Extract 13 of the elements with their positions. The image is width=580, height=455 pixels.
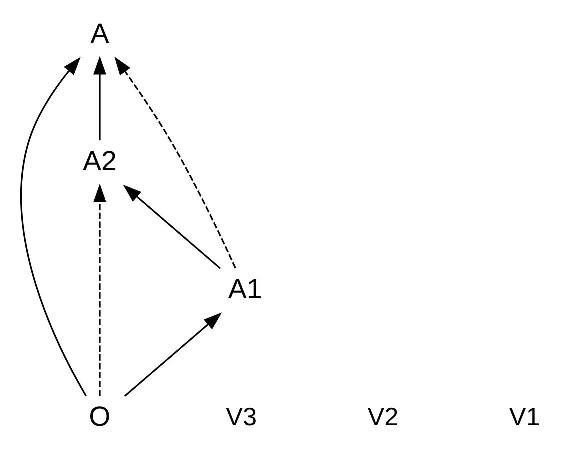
node-text: A1: [228, 273, 262, 304]
label: V1: [509, 403, 540, 432]
arrow: [20, 57, 87, 396]
node-text: A: [90, 18, 110, 50]
node-text: O: [89, 401, 111, 432]
label: V3: [226, 403, 258, 432]
label: V2: [368, 403, 399, 432]
node-text: A2: [83, 146, 117, 177]
arrow: [94, 184, 106, 396]
arrow: [124, 312, 222, 397]
arrow: [94, 56, 106, 141]
arrow: [123, 184, 221, 270]
arrow: [114, 56, 236, 269]
